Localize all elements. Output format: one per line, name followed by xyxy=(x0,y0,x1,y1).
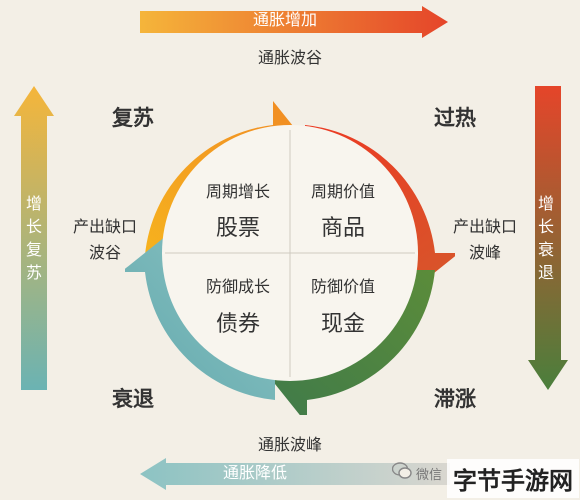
left-side-note: 产出缺口 波谷 xyxy=(60,217,150,263)
right-arrow-char: 长 xyxy=(537,217,554,236)
left-arrow-char: 长 xyxy=(25,217,42,236)
top-arrow-label: 通胀增加 xyxy=(252,10,317,29)
top-inflation-arrow xyxy=(140,6,448,38)
bottom-caption: 通胀波峰 xyxy=(257,435,322,454)
right-side-note: 产出缺口 波峰 xyxy=(440,217,530,263)
right-arrow-char: 退 xyxy=(537,263,554,282)
phase-recession: 衰退 xyxy=(112,387,154,411)
quadrant-bottom-left-title: 债券 xyxy=(215,312,260,337)
quadrant-bottom-right-title: 现金 xyxy=(320,312,365,337)
left-note-line2: 波谷 xyxy=(88,243,121,262)
right-arrow-char: 增 xyxy=(537,194,554,213)
quadrant-bottom-right-subtitle: 防御价值 xyxy=(310,277,375,296)
left-arrow-char: 复 xyxy=(25,240,42,259)
cycle-ring xyxy=(125,101,455,415)
right-arrow-text: 增 长 衰 退 xyxy=(535,192,557,284)
right-note-line1: 产出缺口 xyxy=(452,217,517,236)
left-arrow-char: 苏 xyxy=(25,263,42,282)
left-growth-arrow xyxy=(14,86,54,390)
quadrant-top-right-subtitle: 周期价值 xyxy=(310,182,375,201)
quadrant-bottom-left-subtitle: 防御成长 xyxy=(205,277,270,296)
quadrant-top-left-title: 股票 xyxy=(215,216,260,241)
wechat-icon xyxy=(392,462,412,479)
right-arrow-char: 衰 xyxy=(537,240,554,259)
phase-stagflation: 滞涨 xyxy=(434,387,476,411)
watermark-text: 微信 xyxy=(416,468,443,483)
phase-recovery: 复苏 xyxy=(112,106,154,130)
bottom-arrow-label: 通胀降低 xyxy=(222,463,287,482)
top-caption: 通胀波谷 xyxy=(257,48,322,67)
right-note-line2: 波峰 xyxy=(468,243,501,262)
right-decline-arrow xyxy=(528,86,568,390)
brand-logo-text: 字节手游网 xyxy=(447,459,579,498)
phase-overheat: 过热 xyxy=(434,106,476,130)
quadrant-top-left-subtitle: 周期增长 xyxy=(205,182,270,201)
bottom-inflation-arrow xyxy=(140,458,450,490)
left-arrow-char: 增 xyxy=(25,194,42,213)
quadrant-top-right-title: 商品 xyxy=(320,216,365,241)
left-note-line1: 产出缺口 xyxy=(72,217,137,236)
left-arrow-text: 增 长 复 苏 xyxy=(23,192,45,284)
